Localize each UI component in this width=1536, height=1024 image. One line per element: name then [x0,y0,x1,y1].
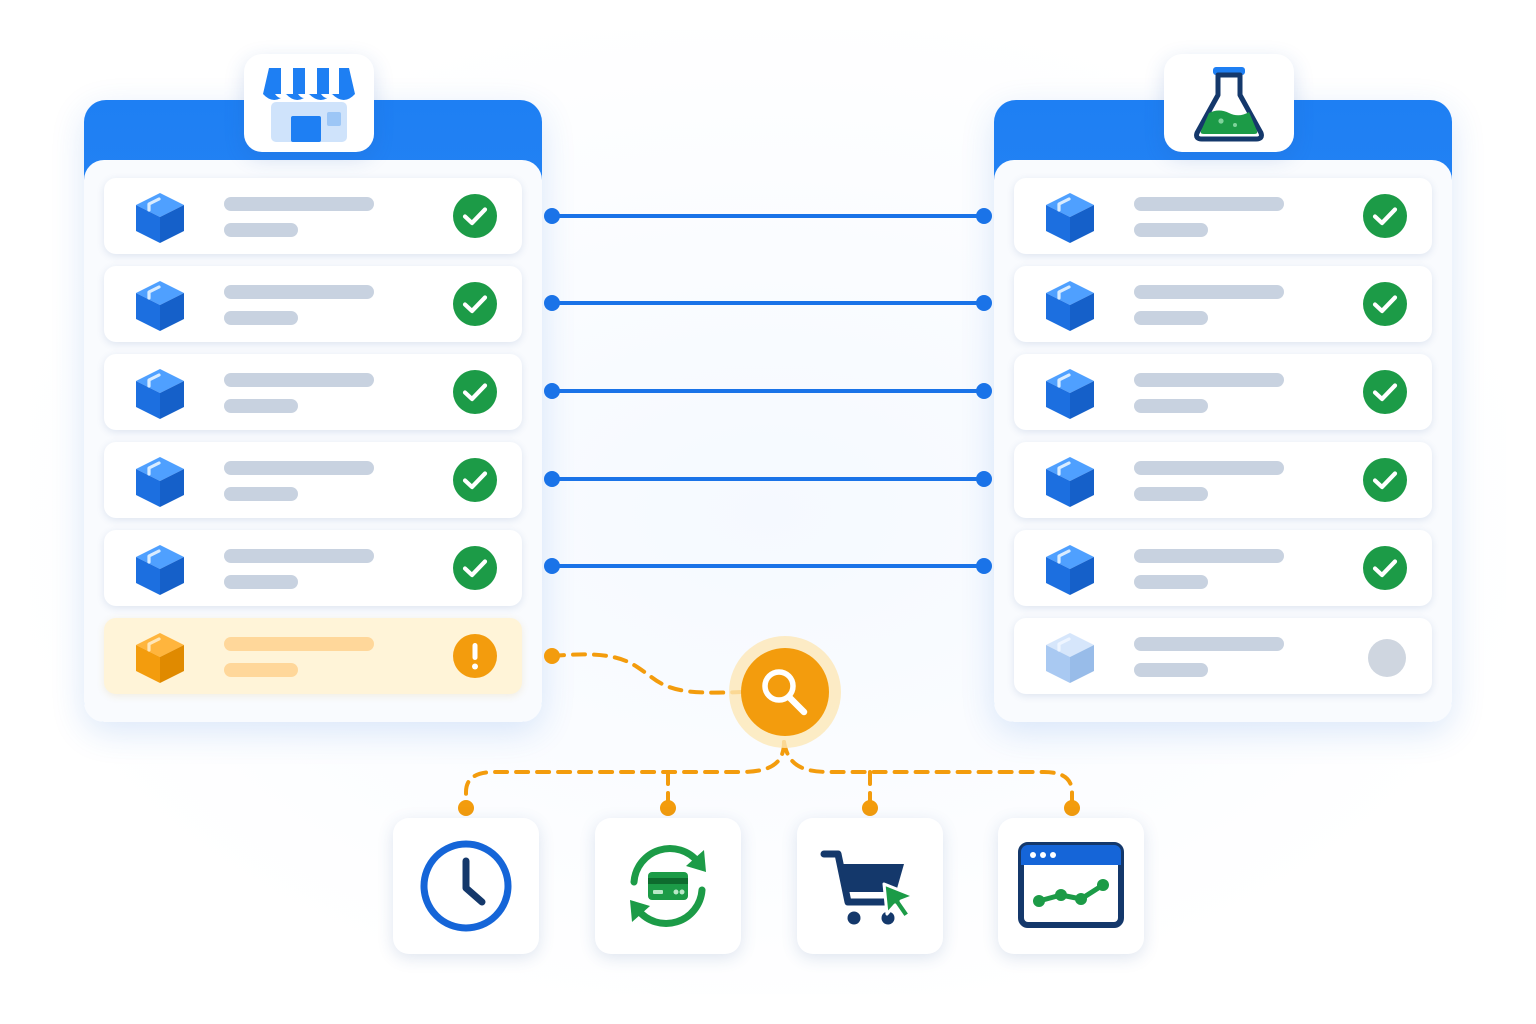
placeholder-subtitle-bar [1134,487,1208,501]
placeholder-subtitle-bar [224,487,298,501]
store-panel-badge [244,54,374,152]
placeholder-title-bar [224,373,374,387]
clock-icon [420,840,512,932]
lab-panel [994,54,1452,722]
match-link [544,471,992,487]
lab-panel-badge [1164,54,1294,152]
magnifier-icon[interactable] [729,636,841,748]
store-row[interactable] [104,530,522,606]
store-row[interactable] [104,178,522,254]
warning-to-inspector-link [550,652,744,695]
match-link [544,383,992,399]
placeholder-subtitle-bar [1134,223,1208,237]
lab-row[interactable] [1014,178,1432,254]
store-row-list [104,178,522,706]
inspector-branch-link [782,740,1074,808]
placeholder-subtitle-bar [224,399,298,413]
storefront-icon [263,68,355,142]
store-row[interactable] [104,354,522,430]
flask-icon [1194,67,1264,142]
match-links [544,208,992,574]
placeholder-title-bar [1134,637,1284,651]
placeholder-title-bar [224,549,374,563]
placeholder-title-bar [1134,549,1284,563]
placeholder-subtitle-bar [224,575,298,589]
store-row[interactable] [104,266,522,342]
cart-tile[interactable] [797,818,943,954]
store-row[interactable] [104,442,522,518]
browser-chart-tile[interactable] [998,818,1144,954]
lab-row[interactable] [1014,530,1432,606]
cart-cursor-icon [820,850,916,925]
match-link [544,208,992,224]
match-link [544,295,992,311]
placeholder-subtitle-bar [1134,311,1208,325]
placeholder-title-bar [1134,197,1284,211]
placeholder-title-bar [224,637,374,651]
clock-tile[interactable] [393,818,539,954]
lab-row-pending[interactable] [1014,618,1432,694]
placeholder-subtitle-bar [1134,399,1208,413]
card-sync-tile[interactable] [595,818,741,954]
lab-row[interactable] [1014,266,1432,342]
placeholder-title-bar [1134,461,1284,475]
lab-row-list [1014,178,1432,706]
inspector-branch-link [464,740,786,808]
lab-row[interactable] [1014,442,1432,518]
placeholder-subtitle-bar [224,223,298,237]
branch-endpoints [458,648,1080,816]
placeholder-title-bar [224,197,374,211]
placeholder-title-bar [1134,285,1284,299]
store-row-warning[interactable] [104,618,522,694]
match-link [544,558,992,574]
placeholder-title-bar [1134,373,1284,387]
placeholder-subtitle-bar [1134,575,1208,589]
placeholder-subtitle-bar [1134,663,1208,677]
placeholder-title-bar [224,461,374,475]
browser-chart-icon [1018,842,1124,928]
placeholder-subtitle-bar [224,311,298,325]
placeholder-subtitle-bar [224,663,298,677]
store-panel [84,54,542,722]
empty-dot-icon [1368,639,1406,677]
placeholder-title-bar [224,285,374,299]
card-sync-icon [630,845,706,927]
lab-row[interactable] [1014,354,1432,430]
